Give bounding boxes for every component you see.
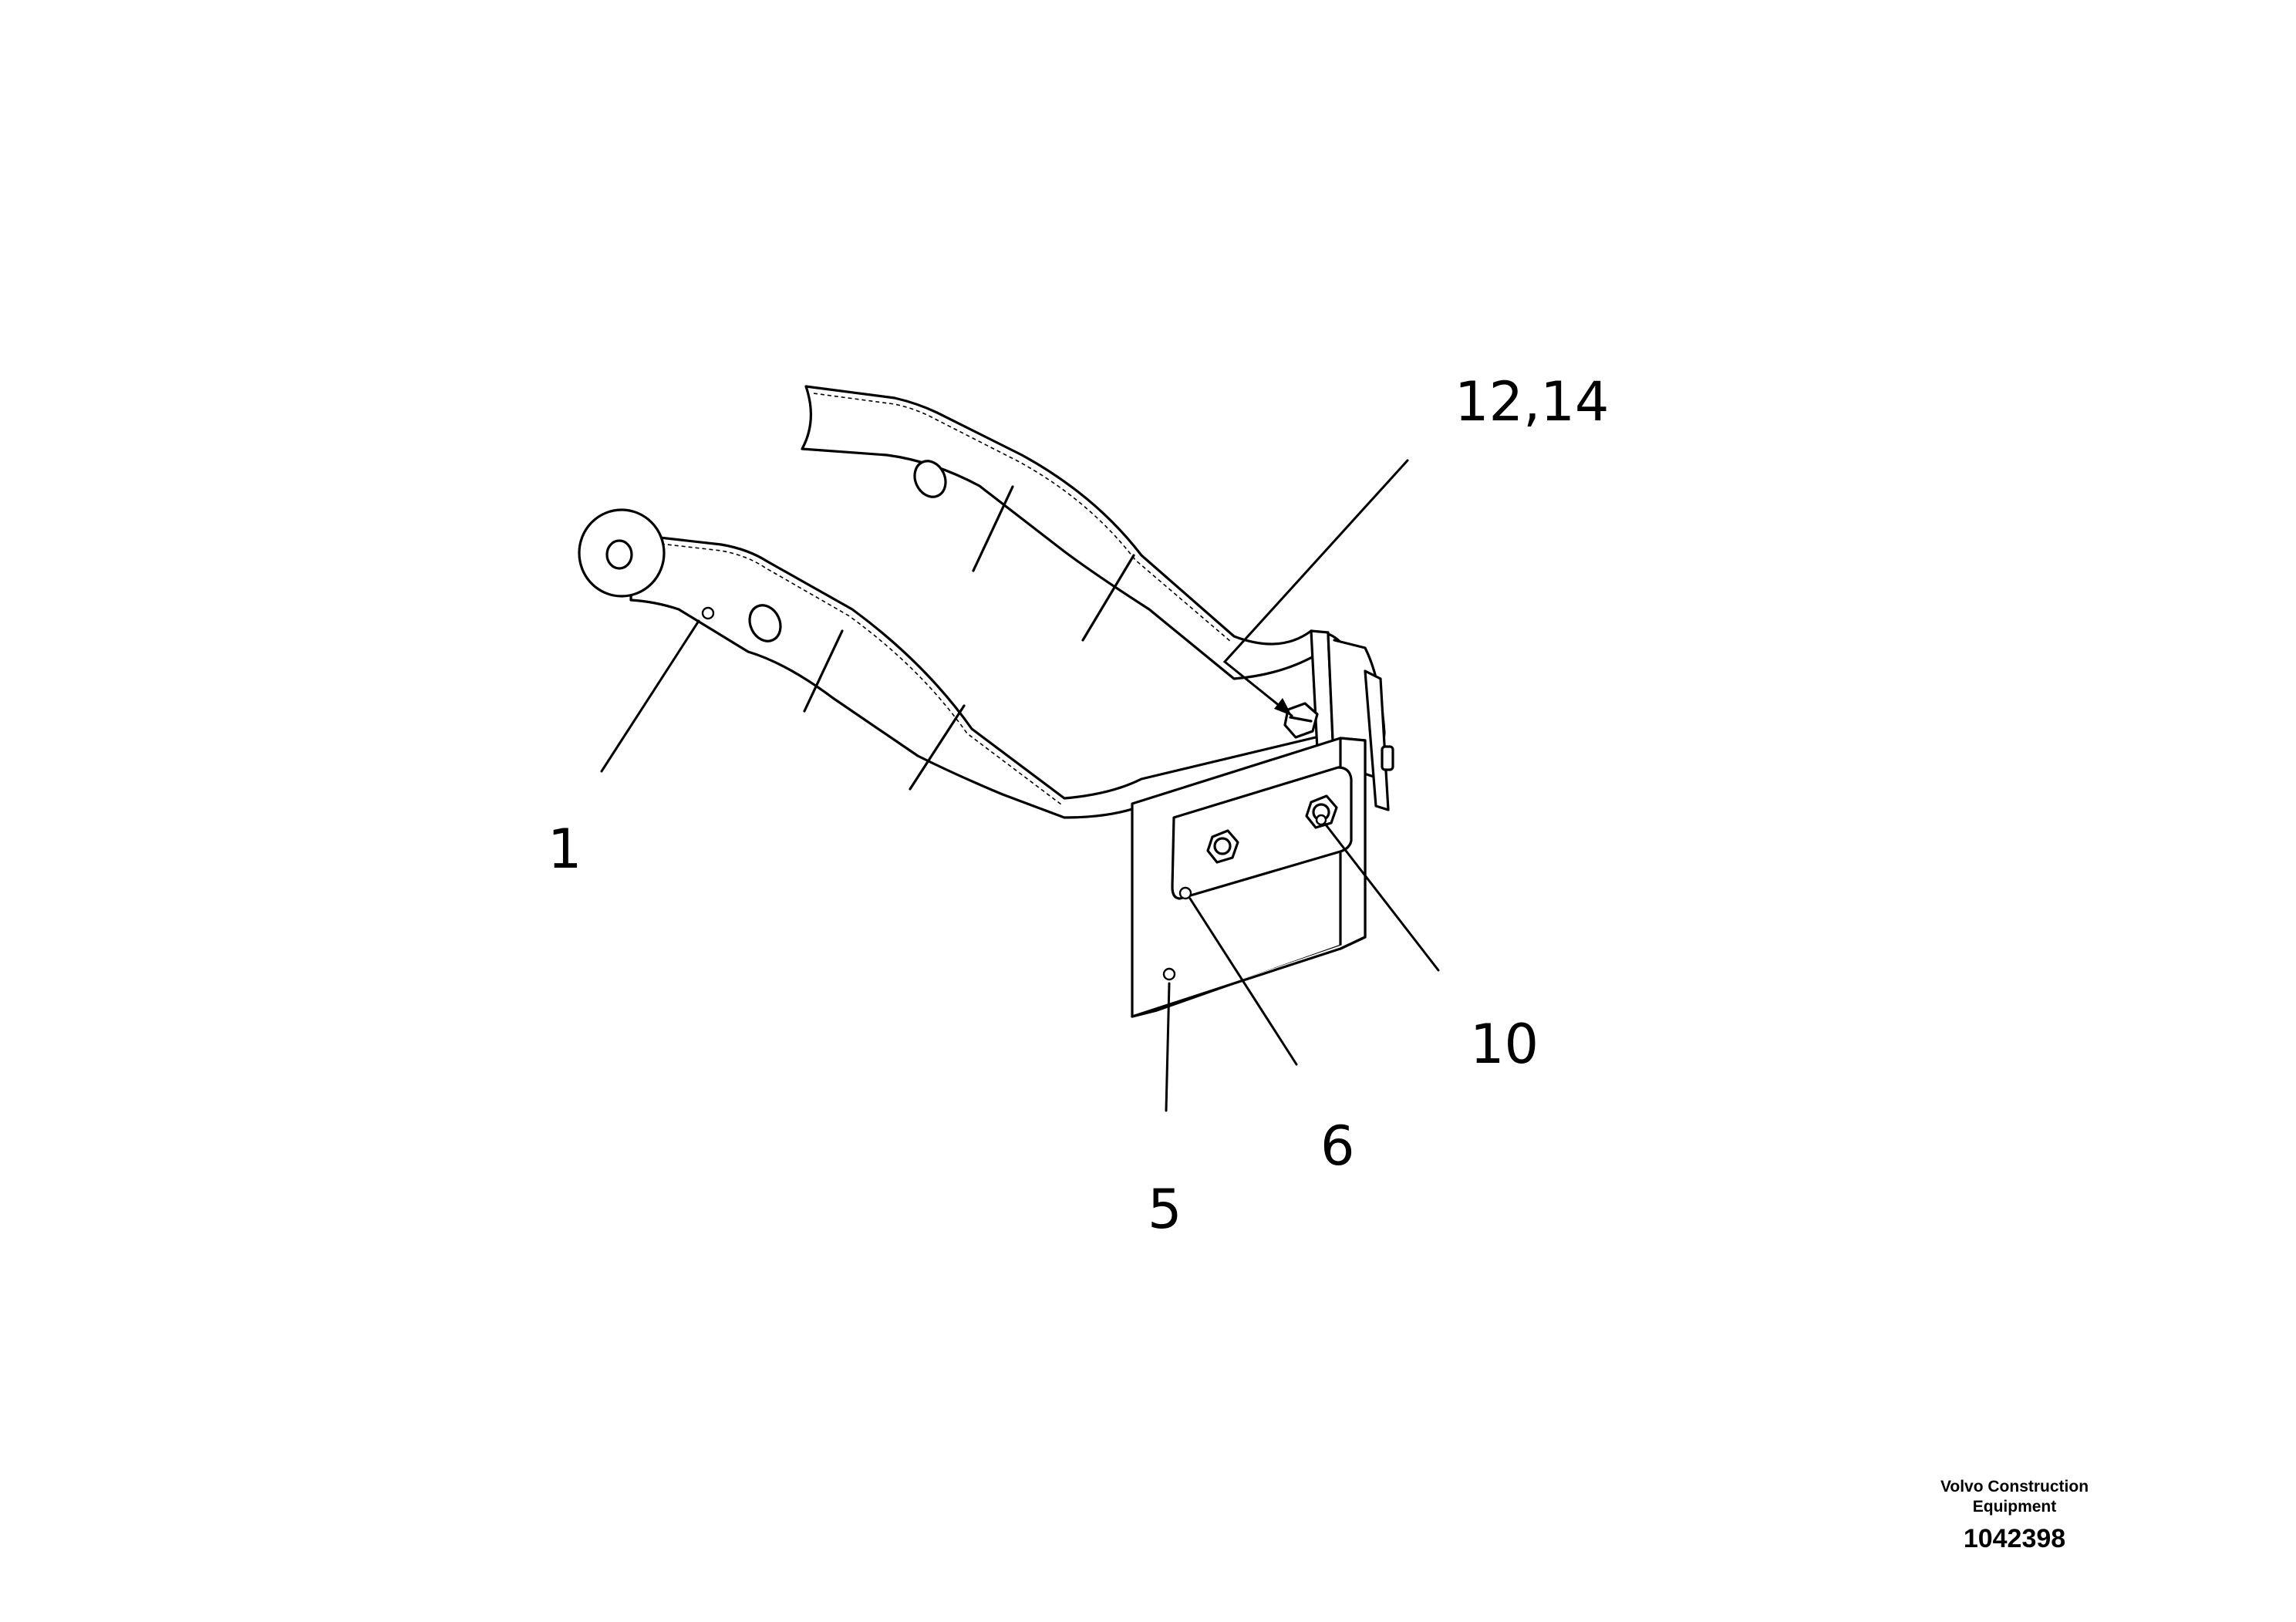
title-block: Volvo Construction Equipment 1042398 [1899,1477,2130,1556]
front-arm-hole [748,604,782,642]
manufacturer-name: Volvo Construction Equipment [1940,1478,2089,1516]
drawing-number: 1042398 [1963,1524,2066,1553]
callout-1: 1 [548,818,582,881]
eye-hole [605,539,633,570]
front-arm [578,508,1320,819]
ref-dot-1 [701,606,715,620]
leader-12-14 [1222,459,1409,717]
leader-1 [600,619,700,773]
rear-arm-hole [913,460,947,498]
bolt-12-14 [1283,702,1319,739]
rear-arm [801,385,1317,680]
callout-5: 5 [1148,1178,1182,1241]
callout-10: 10 [1470,1013,1539,1076]
callout-12-14: 12,14 [1455,370,1609,433]
leader-10 [1323,822,1440,972]
ref-dot-10 [1315,814,1327,826]
ref-dot-6 [1178,886,1192,900]
leader-12-14-arrow [1274,698,1292,716]
callout-6: 6 [1320,1114,1355,1178]
clamp-plate-6 [1171,766,1353,900]
leader-5 [1165,982,1171,1112]
leader-6 [1188,897,1298,1066]
ref-dot-5 [1162,967,1176,981]
